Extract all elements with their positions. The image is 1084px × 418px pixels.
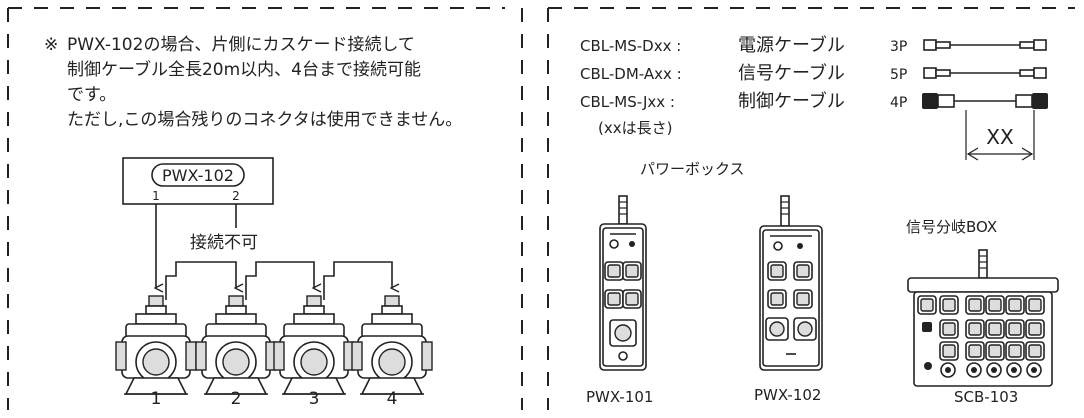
port-2-label: 2 [232,189,240,203]
cable-name-1: 電源ケーブル [738,34,845,56]
cable-code-1: CBL-MS-Dxx : [580,37,681,55]
length-label: XX [986,125,1014,149]
cable-pins-2: 5P [890,67,907,83]
note-line-1: PWX-102の場合、片側にカスケード接続して [67,35,415,55]
cascade-diagram: PWX-102 1 2 接続不可 1 2 3 4 [115,157,433,409]
not-connectable-label: 接続不可 [190,233,258,253]
cable-pins-3: 4P [890,95,907,111]
signal-cable-icon [923,67,1047,79]
signal-box-title: 信号分岐BOX [906,218,997,236]
unit-1-label: 1 [151,389,162,409]
pwx102-box-label: PWX-102 [162,166,234,185]
cable-2-to-3 [245,261,314,300]
length-note: (xxは長さ) [598,119,672,137]
spotlight-unit-2 [195,295,277,395]
pwx102-box [122,157,274,205]
note-block: ※ PWX-102の場合、片側にカスケード接続して 制御ケーブル全長20m以内、… [44,35,462,130]
control-cable-icon [922,93,1048,109]
note-line-2: 制御ケーブル全長20m以内、4台まで接続可能 [67,59,421,80]
spotlight-unit-4 [351,295,433,395]
cable-code-2: CBL-DM-Axx : [580,65,682,83]
pwx102-label-pill [151,163,245,187]
device-label-scb103: SCB-103 [954,388,1018,406]
cable-3-to-4 [323,261,392,300]
spotlight-unit-3 [273,295,355,395]
scb103-device [907,249,1059,387]
unit-3-label: 3 [309,389,320,409]
cable-name-3: 制御ケーブル [738,90,845,112]
left-panel-frame [7,7,523,410]
note-mark: ※ [44,35,58,55]
pwx101-device [599,195,647,371]
power-cable-icon [923,39,1047,51]
cable-code-3: CBL-MS-Jxx : [580,93,675,111]
note-line-3: です。 [67,85,116,105]
note-line-4: ただし,この場合残りのコネクタは使用できません。 [67,109,462,130]
cable-list: CBL-MS-Dxx : 電源ケーブル 3P CBL-DM-Axx : 信号ケー… [580,34,1048,161]
power-box-title: パワーボックス [640,160,745,178]
right-panel-frame [547,7,1075,410]
length-dimension: XX [965,110,1035,161]
pwx102-device [759,195,823,371]
unit-2-label: 2 [231,389,242,409]
cable-1-to-2 [165,261,236,300]
device-label-pwx102: PWX-102 [754,386,821,404]
cable-pins-1: 3P [890,39,907,55]
unit-4-label: 4 [387,389,398,409]
device-label-pwx101: PWX-101 [586,388,653,406]
cable-name-2: 信号ケーブル [738,62,845,84]
port-1-label: 1 [152,189,160,203]
spotlight-unit-1 [115,295,197,395]
